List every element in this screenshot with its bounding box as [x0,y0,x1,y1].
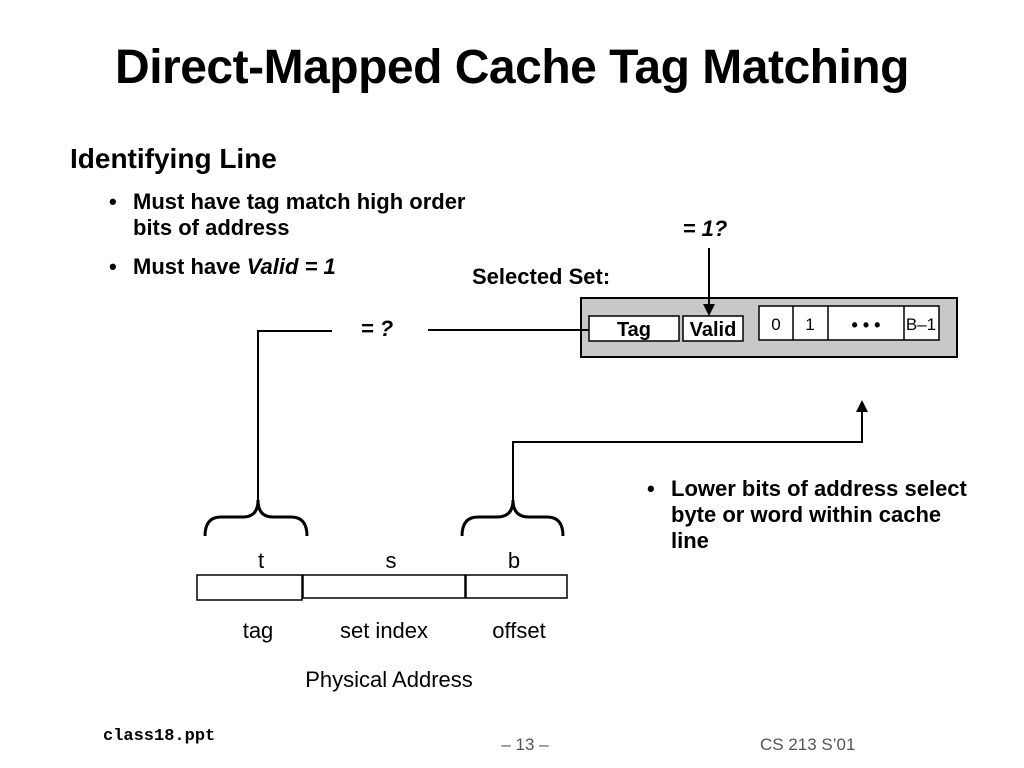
bullet-valid-emphasis: Valid = 1 [246,254,336,279]
byte-1-label: 1 [805,315,814,334]
address-offset-field [465,574,568,599]
tag-compare-label: = ? [361,316,393,341]
bullet-valid-text: Must have [133,254,247,279]
offset-arrow-head [856,400,868,412]
valid-compare-label: = 1? [683,216,728,241]
bullet-lower-bits-text: Lower bits of address select byte or wor… [671,476,967,553]
byte-0-label: 0 [771,315,780,334]
tag-field-label: Tag [617,319,651,341]
field-name-offset: offset [492,618,545,643]
valid-field-label: Valid [690,319,737,341]
bit-label-b: b [508,548,520,573]
valid-field [682,315,744,342]
physical-address-caption: Physical Address [305,667,473,692]
tag-connector-line [257,330,332,500]
offset-connector-line [512,410,863,500]
section-heading: Identifying Line [70,143,277,174]
offset-brace [460,499,565,537]
bit-label-t: t [258,548,264,573]
tag-field [588,315,680,342]
data-block [758,305,940,341]
slide-title: Direct-Mapped Cache Tag Matching [115,41,909,94]
bullet-lower-bits: • Lower bits of address select byte or w… [647,476,971,554]
bullet-tag-match-text: Must have tag match high order bits of a… [133,189,466,240]
tag-brace [203,499,309,537]
ellipsis-label: • • • [852,315,881,335]
field-name-tag: tag [243,618,274,643]
footer-filename: class18.ppt [103,727,216,746]
address-tag-field [196,574,303,601]
byte-last-label: B–1 [906,315,936,334]
bullet-tag-match: • Must have tag match high order bits of… [109,189,473,241]
selected-set-label: Selected Set: [472,264,610,289]
bit-label-s: s [386,548,397,573]
bullet-dot: • [109,254,117,279]
footer-page-number: – 13 – [501,735,549,754]
valid-arrow-head [703,304,715,316]
bullet-dot: • [109,189,117,214]
footer-course: CS 213 S’01 [760,735,856,754]
bullet-valid: • Must have Valid = 1 [109,254,473,280]
bullet-dot: • [647,476,655,501]
field-name-set-index: set index [340,618,428,643]
address-set-index-field [302,574,466,599]
